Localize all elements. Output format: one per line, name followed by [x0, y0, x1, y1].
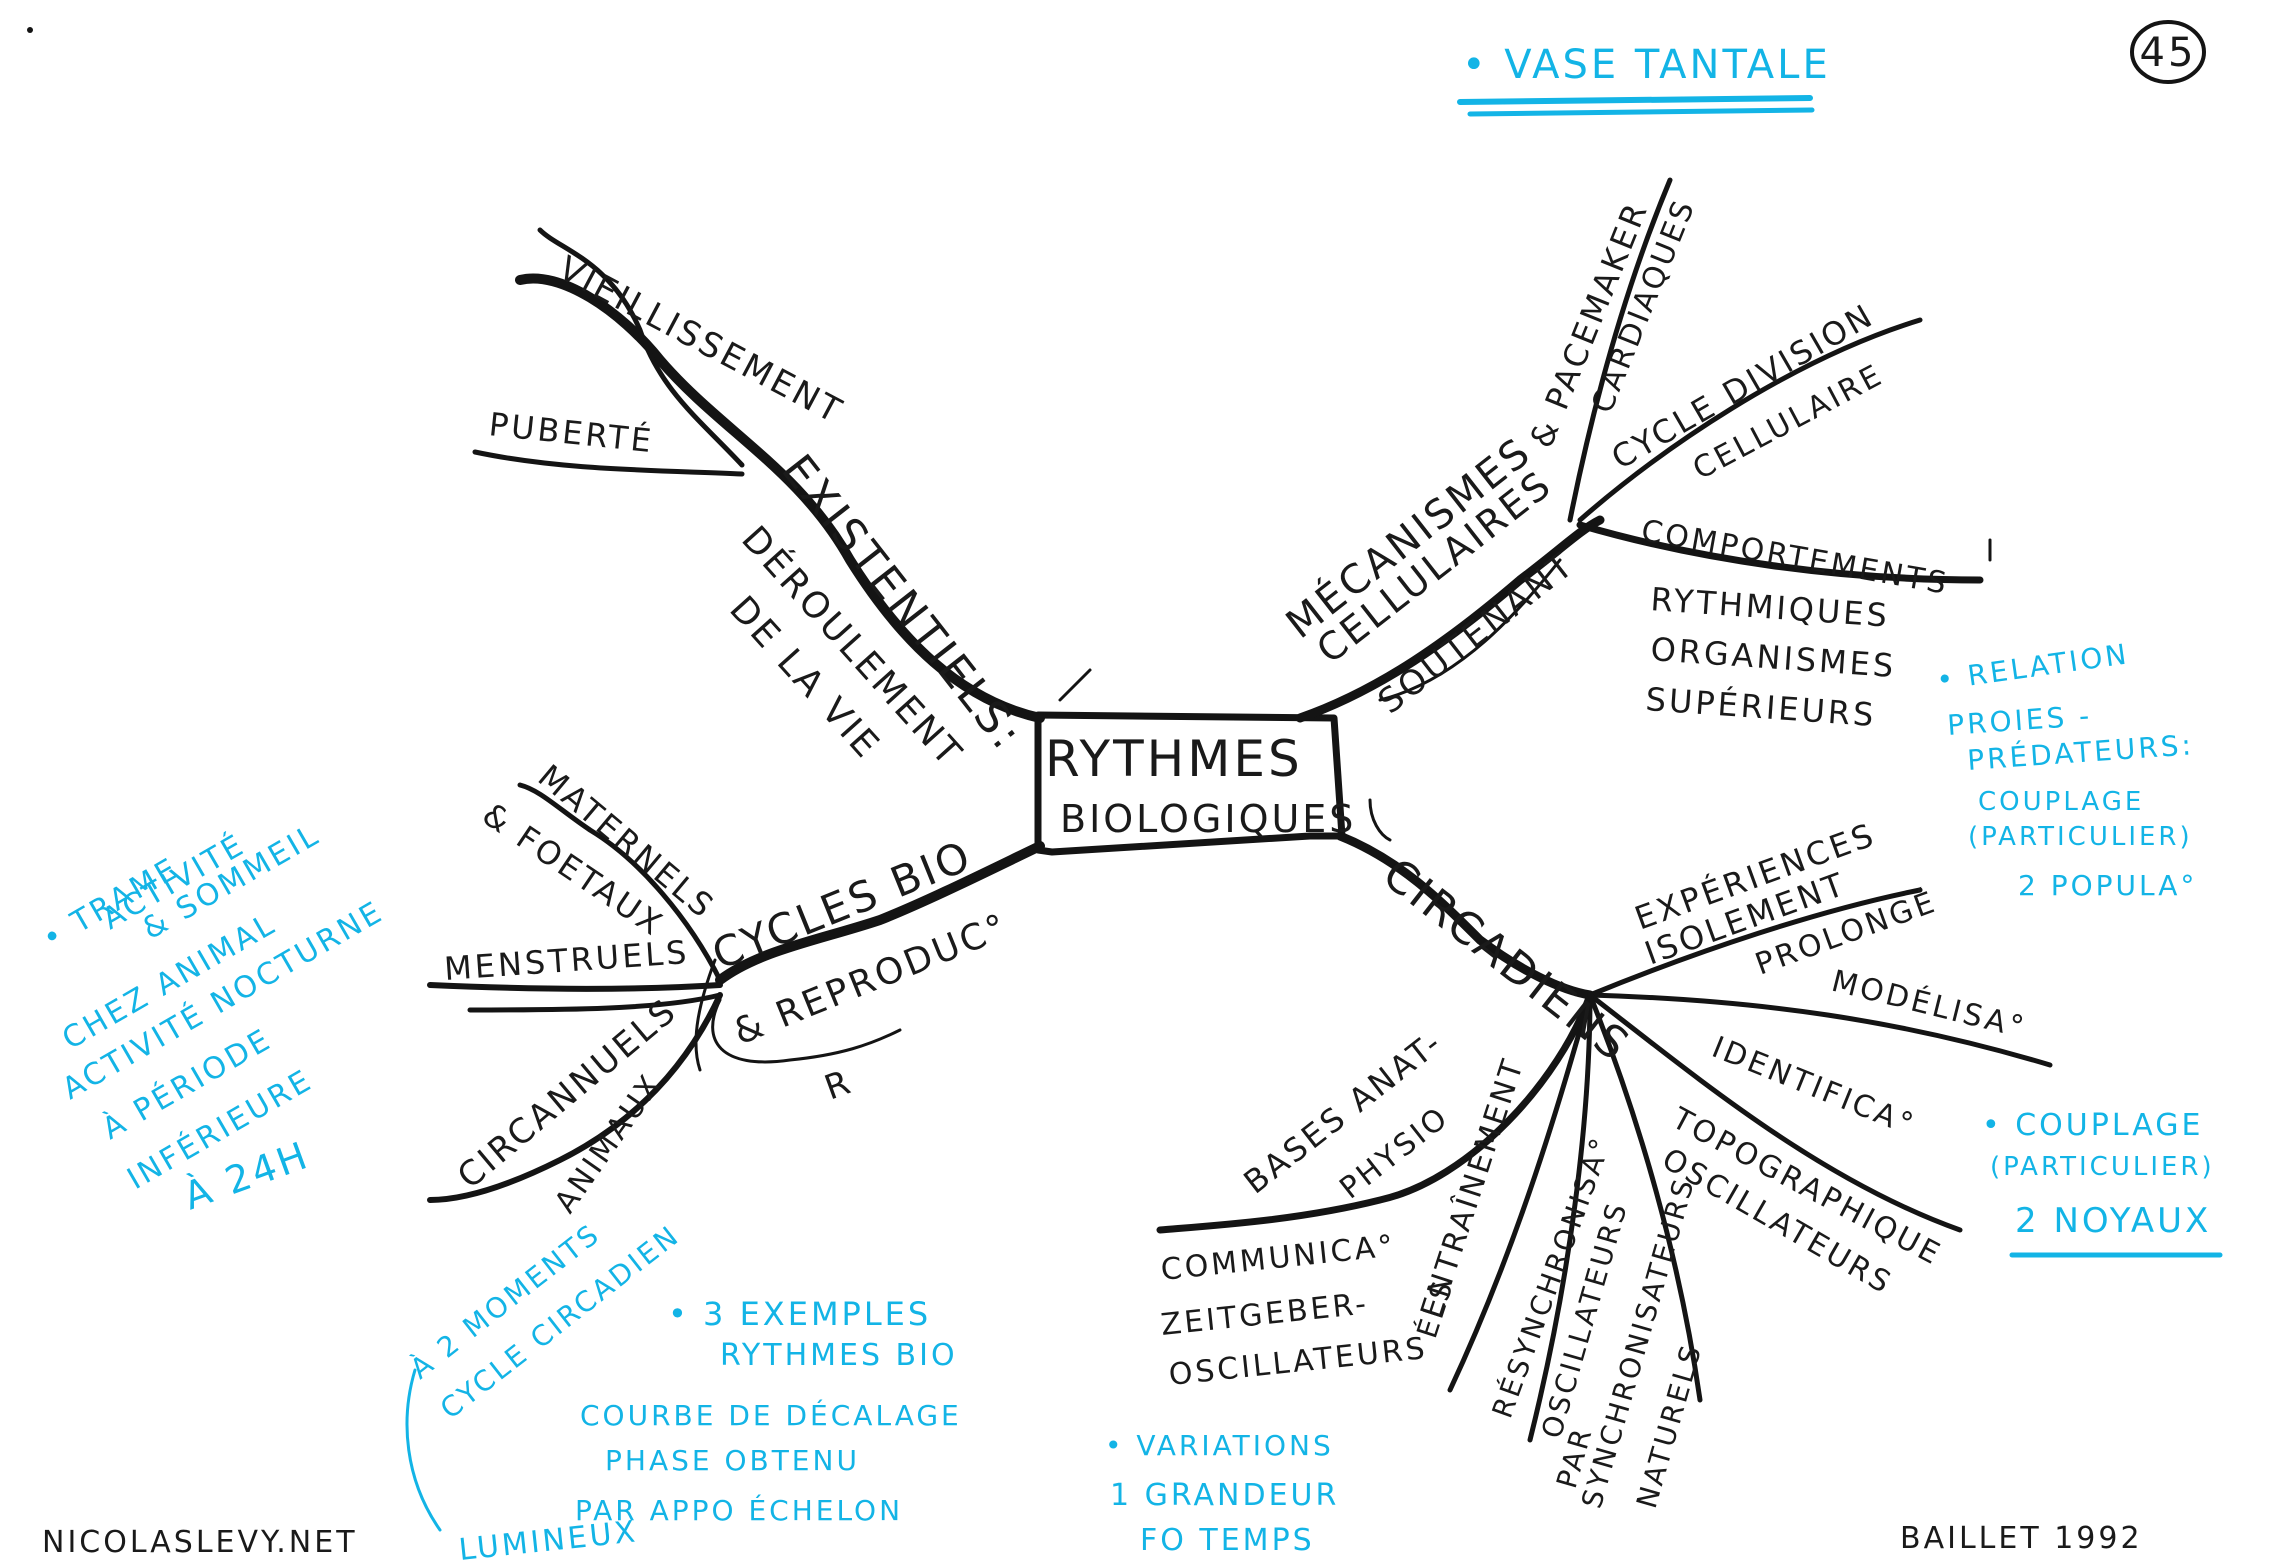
footer-left: NICOLASLEVY.NET [42, 1525, 358, 1560]
leaf-menstruels: MENSTRUELS [443, 933, 691, 988]
leaf-communication: COMMUNICA° [1159, 1228, 1397, 1287]
blue-bm-5: PAR APPO ÉCHELON [575, 1493, 903, 1527]
leaf-oscillateurs-2: OSCILLATEURS [1167, 1331, 1429, 1393]
blue-rt-1: • RELATION [1934, 637, 2131, 697]
blue-note-left: • TRAME ACTIVITÉ & SOMMEIL CHEZ ANIMAL A… [37, 817, 390, 1218]
blue-bm-2: RYTHMES BIO [720, 1338, 958, 1373]
blue-bm-3: COURBE DE DÉCALAGE [580, 1398, 962, 1432]
leaf-superieurs: SUPÉRIEURS [1644, 680, 1877, 734]
top-note-text: • VASE TANTALE [1462, 42, 1831, 88]
branch-mecanismes: MÉCANISMES CELLULAIRES SOUTENANT & PACEM… [1277, 177, 1992, 734]
branch-cycles-bio: CYCLES BIO & REPRODUC° MATERNELS & FOETA… [427, 757, 1045, 1220]
blue-rt-4: COUPLAGE [1978, 787, 2144, 817]
blue-note-right-top: • RELATION PROIES - PRÉDATEURS: COUPLAGE… [1934, 637, 2197, 902]
page-number-circle: 45 [2130, 20, 2206, 84]
leaf-identification: IDENTIFICA° [1707, 1030, 1920, 1143]
leaf-rythmiques: RYTHMIQUES [1649, 580, 1891, 635]
center-title-line1: RYTHMES [1045, 730, 1303, 788]
blue-rm-3: 2 NOYAUX [2015, 1201, 2211, 1241]
blue-br-1: • VARIATIONS [1105, 1429, 1334, 1462]
blue-rt-5: (PARTICULIER) [1968, 822, 2193, 852]
branch-circadiens: CIRCADIENS EXPÉRIENCES ISOLEMENT PROLONG… [1156, 798, 2053, 1512]
leaf-organismes: ORGANISMES [1649, 630, 1897, 685]
blue-br-2: 1 GRANDEUR [1110, 1478, 1339, 1513]
top-note: • VASE TANTALE [1457, 42, 1831, 117]
blue-rt-2: PROIES - [1946, 699, 2093, 742]
blue-rm-1: • COUPLAGE [1982, 1108, 2203, 1143]
central-node: RYTHMES BIOLOGIQUES [1034, 711, 1356, 856]
ink-dot [27, 27, 33, 33]
blue-rt-6: 2 POPULA° [2018, 869, 2197, 902]
leaf-els: ÉLS [1409, 1275, 1460, 1343]
footer-right: BAILLET 1992 [1900, 1521, 2143, 1556]
branch-existentiels: VIEILLISSEMENT PUBERTÉ EXISTENTIELS: DÉR… [472, 227, 1092, 775]
blue-note-bottom-right: • VARIATIONS 1 GRANDEUR FO TEMPS [1105, 1429, 1339, 1558]
page-number: 45 [2140, 30, 2197, 76]
blue-bm-4: PHASE OBTENU [605, 1444, 860, 1477]
leaf-r: R [819, 1062, 858, 1109]
leaf-puberte: PUBERTÉ [487, 405, 656, 460]
blue-br-3: FO TEMPS [1140, 1523, 1315, 1558]
blue-note-bottom-mid: • 3 EXEMPLES RYTHMES BIO COURBE DE DÉCAL… [575, 1295, 962, 1527]
leaf-zeitgeber: ZEITGEBER- [1159, 1286, 1370, 1343]
blue-rm-2: (PARTICULIER) [1990, 1152, 2215, 1182]
blue-note-right-mid: • COUPLAGE (PARTICULIER) 2 NOYAUX [1982, 1108, 2223, 1258]
blue-bm-1: • 3 EXEMPLES [668, 1295, 931, 1333]
center-title-line2: BIOLOGIQUES [1060, 797, 1356, 841]
